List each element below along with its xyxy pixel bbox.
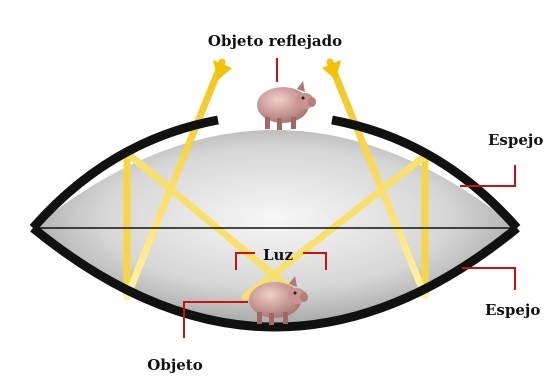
pig-object [249, 276, 308, 325]
mirror-bottom [30, 224, 520, 332]
pig-reflected-image [257, 81, 316, 130]
label-light: Luz [263, 246, 293, 264]
arrow-icon [213, 60, 232, 80]
label-mirror-top: Espejo [488, 131, 543, 149]
mirror-top-right [331, 115, 521, 231]
pointer-lines [183, 58, 516, 338]
arrow-icon [322, 60, 341, 80]
light-rays [39, 58, 513, 301]
mirror-top-left [29, 115, 219, 231]
label-mirror-bottom: Espejo [485, 301, 540, 319]
label-object: Objeto [147, 356, 202, 374]
label-reflected-object: Objeto reflejado [208, 32, 342, 50]
